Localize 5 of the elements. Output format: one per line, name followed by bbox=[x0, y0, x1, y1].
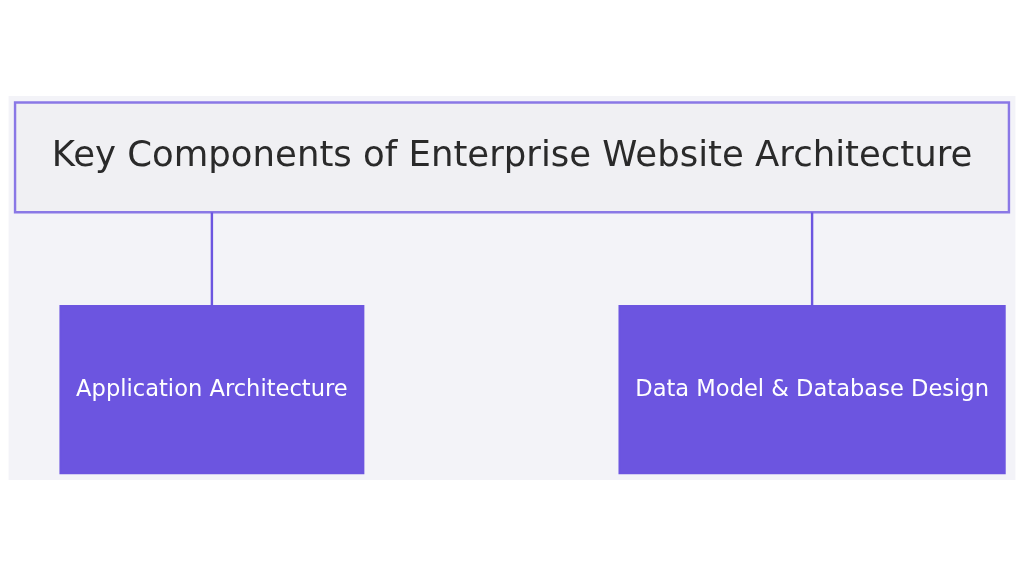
connector bbox=[210, 212, 214, 306]
connector bbox=[810, 212, 814, 306]
node-box: Key Components of Enterprise Website Architecture bbox=[13, 101, 1011, 214]
node-box: Application Architecture bbox=[59, 304, 365, 475]
node-box: Data Model & Database Design bbox=[618, 304, 1006, 475]
